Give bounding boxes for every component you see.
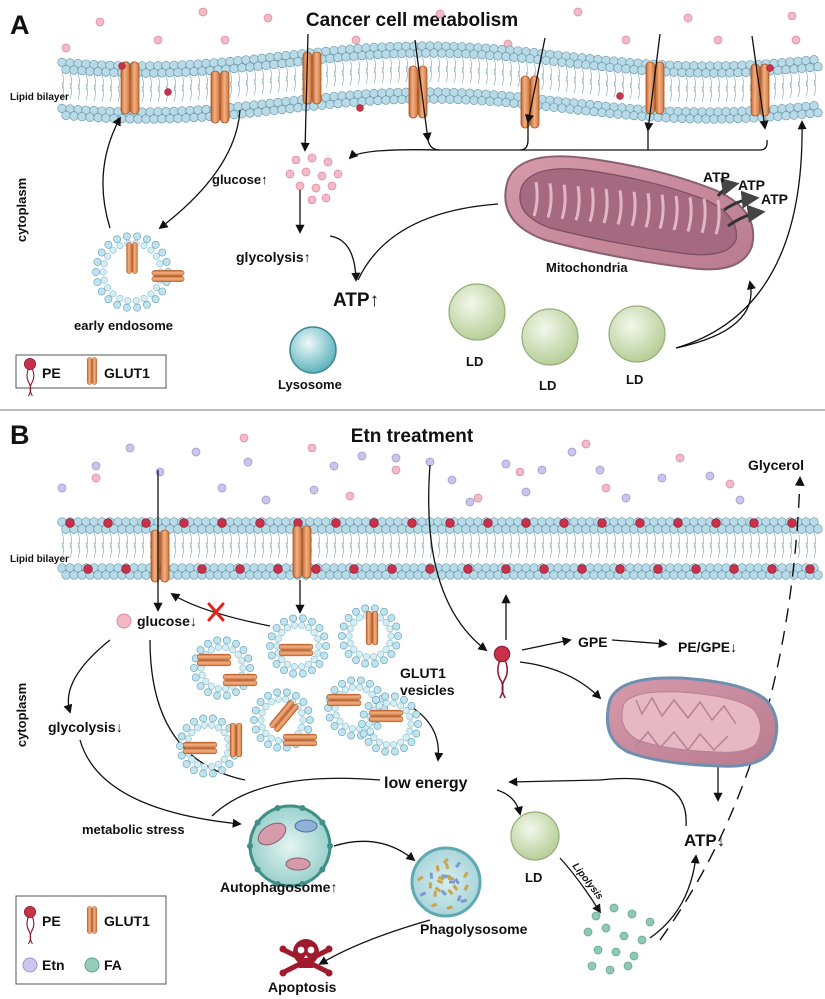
panel-a-letter: A — [10, 10, 30, 40]
fa-icon — [84, 957, 100, 973]
legend-b: PE GLUT1 Etn FA — [15, 895, 167, 985]
glycerol-label: Glycerol — [748, 457, 804, 473]
pe-icon — [23, 357, 37, 397]
lipolysis-label: Lipolysis — [570, 861, 606, 902]
glycolysis-to-atp-arrow — [329, 235, 361, 282]
autophagosome-label: Autophagosome↑ — [220, 879, 337, 895]
atp-label-1: ATP — [703, 169, 730, 185]
panel-b: B Etn treatment Glycerol Lipid bilayer c… — [10, 420, 823, 995]
extracellular-etn-glucose-dots — [57, 433, 745, 507]
ld-label-1: LD — [466, 354, 483, 369]
lipid-droplet-3 — [608, 305, 666, 363]
low-energy-label: low energy — [384, 775, 468, 792]
etn-icon — [22, 957, 38, 973]
lysosome-label: Lysosome — [278, 377, 342, 392]
ld-to-membrane-arrow — [675, 120, 807, 349]
ld-to-mito-arrow — [675, 280, 756, 349]
early-endosome — [92, 232, 185, 312]
glycolysis-up-label: glycolysis↑ — [236, 249, 311, 265]
phagolysosome — [410, 846, 482, 918]
mito-to-atp-arrow — [357, 203, 499, 281]
legend-a: PE GLUT1 — [15, 354, 167, 397]
ld-label-2: LD — [539, 378, 556, 393]
lipid-droplet-1 — [448, 283, 506, 341]
glut1-icon — [87, 906, 97, 934]
pe-molecule — [493, 645, 511, 699]
glut1-vesicles-label: GLUT1 vesicles — [400, 665, 455, 698]
panel-b-title: Etn treatment — [351, 426, 474, 447]
gpe-label: GPE — [578, 634, 608, 650]
legend-etn-label: Etn — [42, 957, 65, 973]
mitochondrion — [504, 155, 755, 271]
atp-label-3: ATP — [761, 191, 788, 207]
early-endosome-label: early endosome — [74, 318, 173, 333]
lipid-bilayer-label: Lipid bilayer — [10, 92, 69, 103]
legend-fa-label: FA — [104, 957, 122, 973]
glycolysis-down-label: glycolysis↓ — [48, 719, 123, 735]
atp-output-arrows — [716, 178, 766, 228]
atp-down-label: ATP↓ — [684, 831, 725, 850]
extracellular-glucose-dots — [61, 7, 801, 53]
apoptosis-label: Apoptosis — [268, 979, 337, 995]
glut1-icon — [87, 357, 97, 385]
mitochondria-label: Mitochondria — [546, 260, 628, 275]
mitochondrion-b — [605, 676, 779, 768]
glucose-up-label: glucose↑ — [212, 172, 268, 187]
pe-icon — [23, 905, 37, 945]
panel-b-arrows — [63, 464, 723, 965]
mito-cristae — [532, 181, 721, 235]
legend-pe-label-b: PE — [42, 913, 61, 929]
ld-label-3: LD — [626, 372, 643, 387]
pe-gpe-down-label: PE/GPE↓ — [678, 639, 737, 655]
legend-glut1-label: GLUT1 — [104, 365, 150, 381]
legend-glut1-label-b: GLUT1 — [104, 913, 150, 929]
phagolysosome-label: Phagolysosome — [420, 921, 528, 937]
autophagosome — [247, 804, 333, 888]
glycerol-dashed-arrow — [659, 476, 805, 941]
ld-label-b: LD — [525, 870, 542, 885]
atp-label-2: ATP — [738, 177, 765, 193]
panel-a: A Cancer cell metabolism Lipid bilayer c… — [10, 7, 823, 397]
glut1-transporters-membrane — [118, 51, 774, 129]
lipid-bilayer-label-b: Lipid bilayer — [10, 554, 69, 565]
atp-up-label: ATP↑ — [333, 290, 379, 311]
lipid-droplet-2 — [521, 308, 579, 366]
glut1-vesicles-cluster — [176, 604, 422, 778]
panel-b-letter: B — [10, 420, 30, 450]
fatty-acid-cluster — [583, 903, 655, 975]
cytoplasm-label-b: cytoplasm — [14, 683, 29, 747]
legend-pe-label: PE — [42, 365, 61, 381]
endosome-recycling-arrow — [102, 116, 121, 229]
glucose-down-label: glucose↓ — [137, 613, 197, 629]
endocytosis-arrow — [158, 109, 241, 230]
panel-a-title: Cancer cell metabolism — [306, 10, 518, 31]
glucose-uptake-arrows — [300, 33, 769, 160]
glucose-molecule — [116, 613, 132, 629]
lipid-bilayer-membrane-b — [57, 517, 823, 580]
lipid-bilayer-membrane — [57, 41, 823, 124]
lipid-droplet-b — [510, 811, 560, 861]
skull-crossbones-icon — [279, 939, 333, 977]
cytoplasm-label: cytoplasm — [14, 178, 29, 242]
lysosome — [289, 326, 337, 374]
red-x-icon — [207, 602, 225, 622]
metabolic-stress-label: metabolic stress — [82, 822, 185, 837]
intracellular-glucose-cluster — [285, 153, 343, 205]
